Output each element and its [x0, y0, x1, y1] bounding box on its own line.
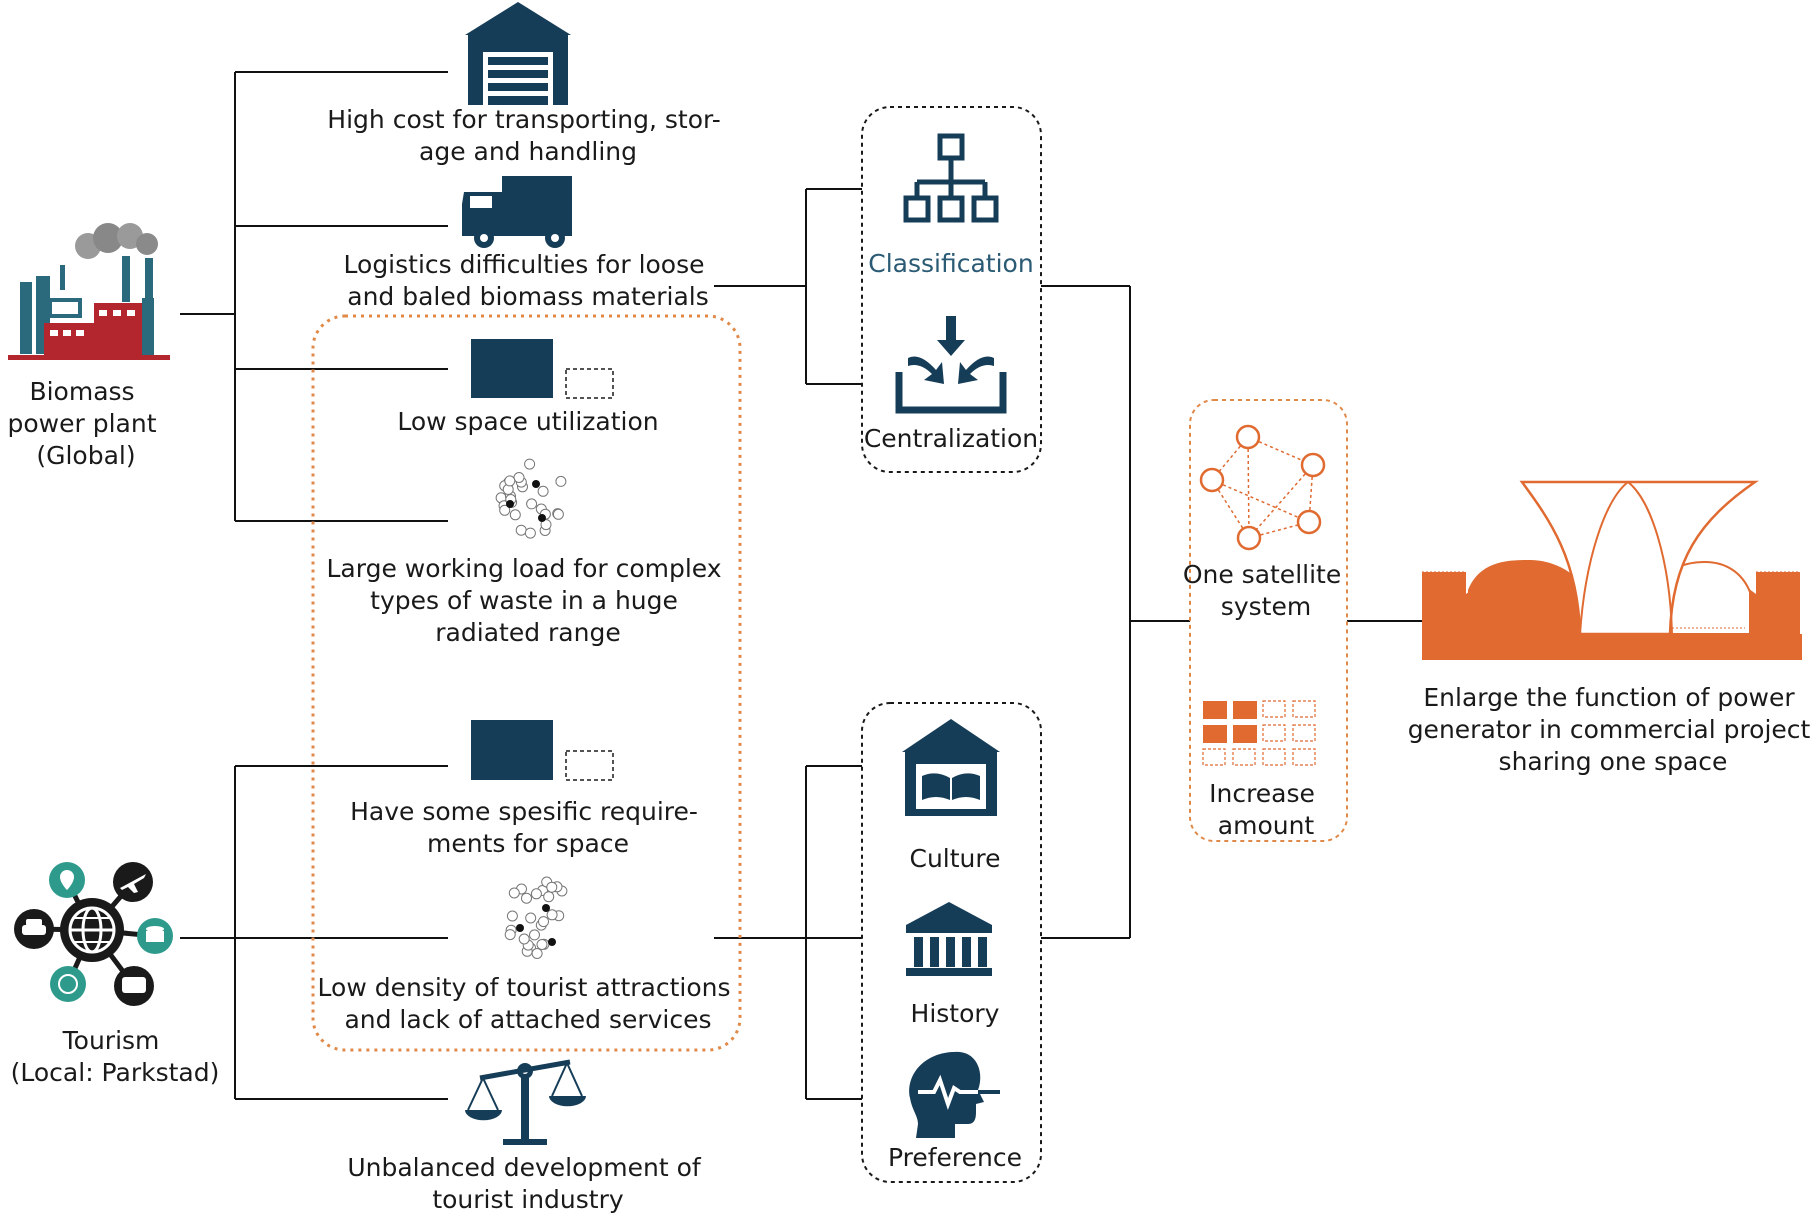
result-label: Enlarge the function of power generator …: [1408, 683, 1814, 776]
connector-lines: [180, 71, 1422, 1100]
space-requirements-label: Have some spesific require- ments for sp…: [350, 797, 706, 858]
truck-icon: [462, 176, 572, 248]
classification-label: Classification: [868, 249, 1033, 278]
grid-squares-icon: [1202, 700, 1316, 766]
scattered-dots-icon: [504, 876, 568, 959]
balance-scale-icon: [465, 1059, 586, 1145]
strategy-group-lower: [861, 702, 1042, 1183]
classical-building-icon: [906, 902, 992, 976]
museum-book-icon: [902, 719, 1000, 816]
tourism-network-icon: [14, 862, 173, 1006]
culture-label: Culture: [909, 844, 1000, 873]
centralization-label: Centralization: [864, 424, 1038, 453]
scattered-dots-icon: [495, 458, 567, 539]
unbalanced-label: Unbalanced development of tourist indust…: [347, 1153, 708, 1213]
satellite-network-icon: [1199, 424, 1326, 551]
low-space-label: Low space utilization: [397, 407, 658, 436]
preference-label: Preference: [888, 1143, 1022, 1172]
strategy-group-upper: [861, 106, 1042, 473]
factory-icon: [8, 223, 170, 360]
history-label: History: [911, 999, 1000, 1028]
space-block-icon: [471, 339, 614, 399]
low-density-label: Low density of tourist attractions and l…: [318, 973, 739, 1034]
tourism-label: Tourism (Local: Parkstad): [11, 1026, 220, 1087]
head-pulse-icon: [909, 1051, 1000, 1138]
increase-label: Increase amount: [1209, 779, 1323, 840]
working-load-label: Large working load for complex types of …: [327, 554, 730, 647]
logistics-label: Logistics difficulties for loose and bal…: [344, 250, 713, 311]
warehouse-icon: [465, 2, 571, 105]
hierarchy-icon: [903, 133, 999, 223]
problem-overlap-box: [311, 314, 742, 1052]
centralize-arrows-icon: [895, 316, 1007, 414]
satellite-label: One satellite system: [1183, 560, 1349, 621]
high-cost-label: High cost for transporting, stor- age an…: [327, 105, 728, 166]
biomass-label: Biomass power plant (Global): [8, 377, 165, 470]
space-block-icon: [471, 720, 614, 781]
power-plant-building-icon: [1422, 480, 1802, 660]
